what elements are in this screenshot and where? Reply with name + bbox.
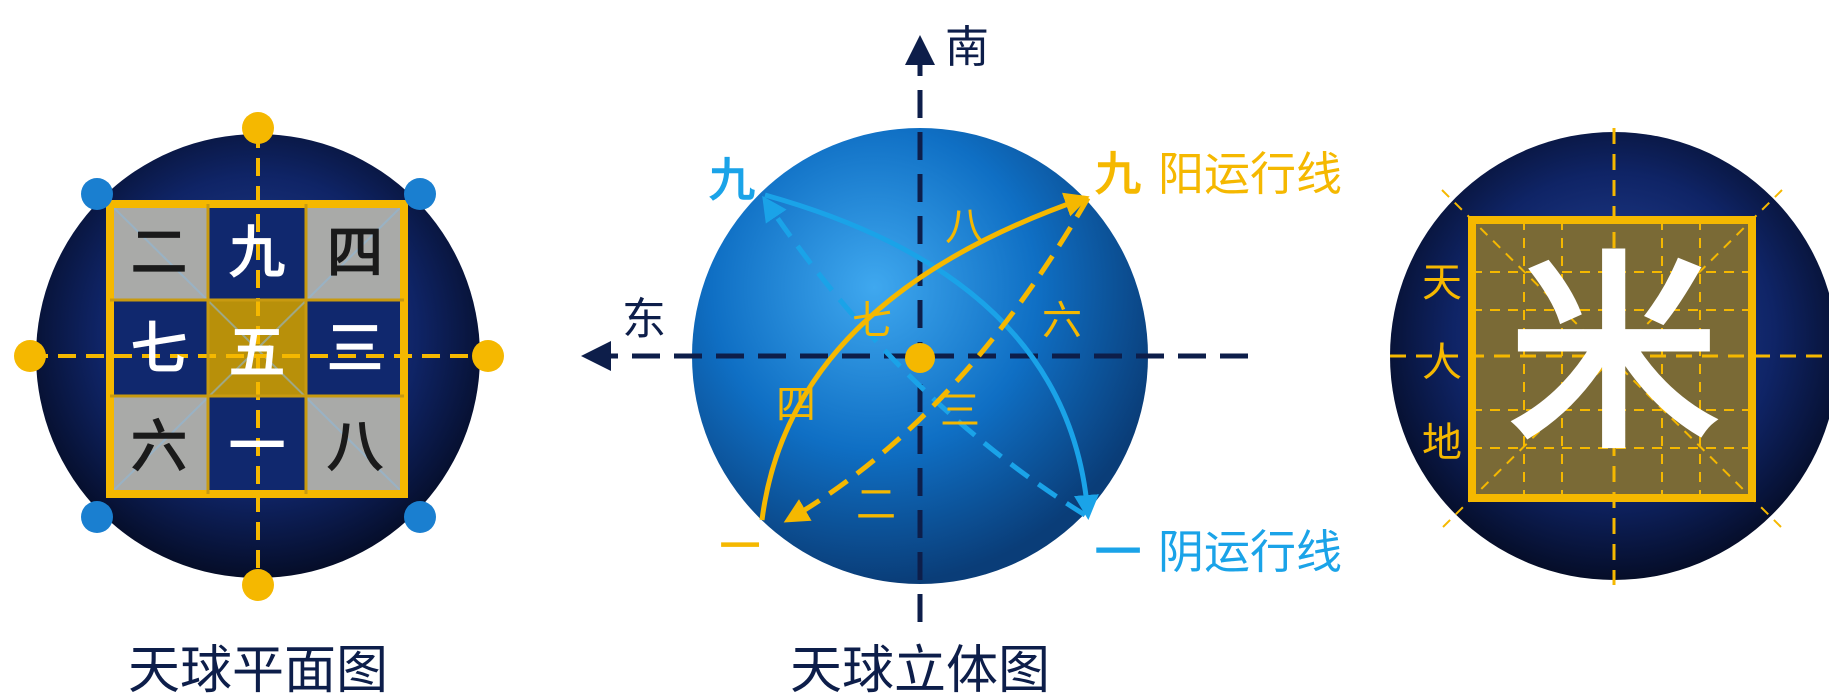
square-border [106,200,408,498]
cell-number: 七 [131,317,187,382]
cell-number: 一 [229,415,285,480]
cell-number: 九 [229,221,285,286]
magic-square: 二 九 四 七 五 三 六 一 八 [30,130,488,585]
yin-dashed-path [762,195,1087,518]
sphere-number: 六 [1042,298,1082,344]
sphere-diagram: 南 东 八 七 六 四 三 二 九 一 九 阳运行线 一 阴运行线 天球立体图 [581,22,1342,699]
sphere-number: 七 [852,298,892,344]
corner-dot [404,501,436,533]
south-label: 南 [945,22,989,73]
corner-dot [81,178,113,210]
east-dot [472,340,504,372]
mi-grid [1441,189,1783,529]
yang-dashed-path [783,196,1091,523]
yang-line-label: 阳运行线 [1158,147,1342,201]
plane-diagram: 二 九 四 七 五 三 六 一 八 天球平面图 [14,112,504,699]
east-label: 东 [622,294,666,345]
blue-nine-label: 九 [709,153,755,207]
mi-character: 米 [1509,231,1719,478]
yin-line-label: 阴运行线 [1158,525,1342,579]
cell-number: 三 [327,317,383,382]
cell-number: 四 [327,221,383,286]
north-dot [242,112,274,144]
plane-caption: 天球平面图 [128,641,388,699]
yang-solid-path [759,192,1090,521]
corner-dot [81,501,113,533]
yang-number: 九 [1095,147,1141,201]
cell-number: 六 [131,415,187,480]
yin-number: 一 [1095,525,1141,579]
cell-number-center: 五 [229,321,285,386]
west-dot [14,340,46,372]
side-label-earth: 地 [1422,420,1462,466]
sphere-caption: 天球立体图 [790,641,1050,699]
sphere-number: 八 [945,204,985,250]
cell-number: 八 [327,415,384,480]
sphere-number: 二 [856,482,896,528]
yin-solid-path [764,192,1099,520]
center-dot [905,343,935,373]
corner-dot [404,178,436,210]
side-label-human: 人 [1422,340,1462,386]
sphere-number: 四 [776,382,816,428]
sphere-number: 三 [940,388,980,434]
cell-bg [306,300,404,396]
diagonal-line [109,203,405,495]
cell-number: 二 [131,221,187,286]
mi-diagram: 米 天 人 地 [1390,128,1829,585]
cell-bg [110,300,208,396]
yellow-one-label: 一 [720,524,760,570]
south-dot [242,569,274,601]
side-label-heaven: 天 [1422,260,1462,306]
